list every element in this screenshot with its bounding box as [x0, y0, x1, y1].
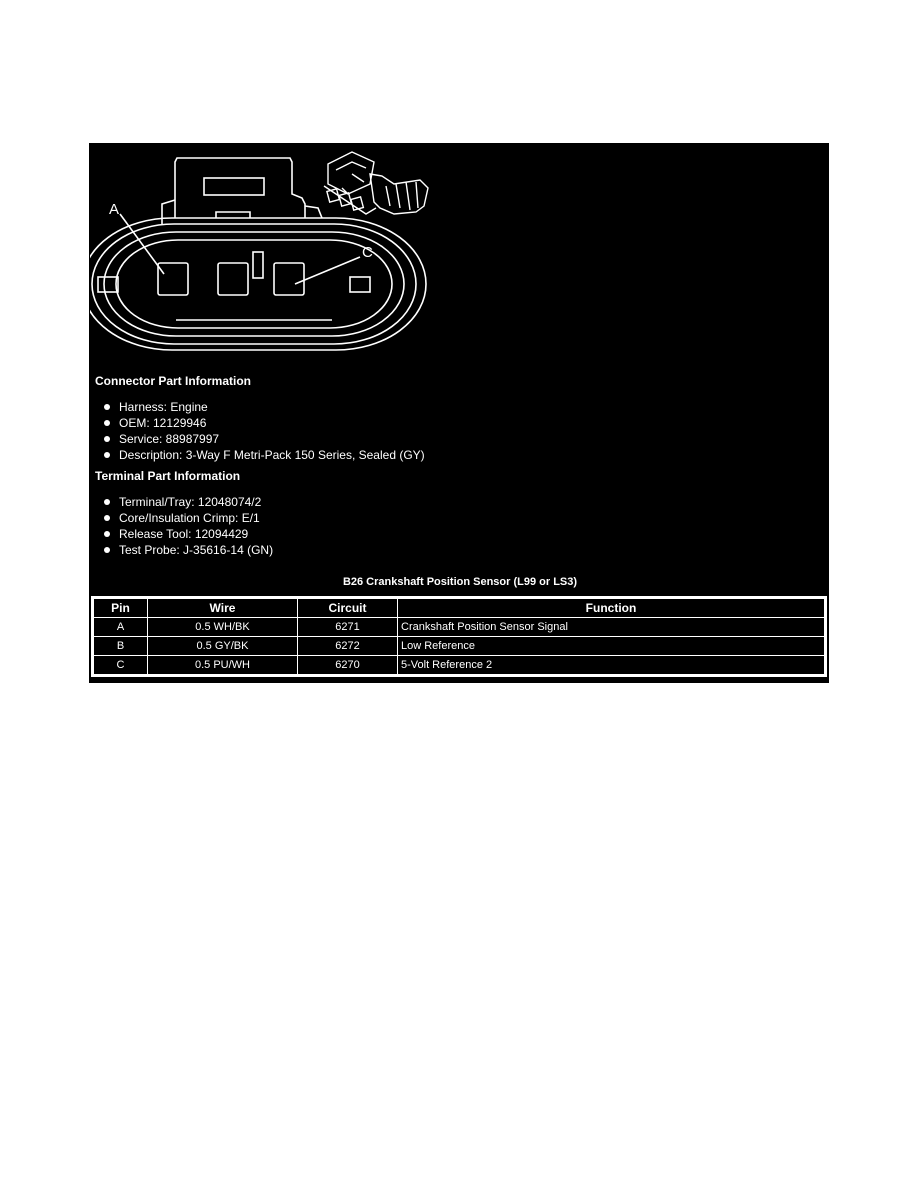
- pin-cell: B: [93, 636, 148, 656]
- bullet-icon: [104, 452, 110, 458]
- terminal-part-list: Terminal/Tray: 12048074/2 Core/Insulatio…: [90, 494, 273, 558]
- label-c: C: [362, 244, 373, 261]
- table-row: B 0.5 GY/BK 6272 Low Reference: [93, 636, 825, 656]
- label-a: A: [109, 201, 119, 218]
- bullet-icon: [104, 404, 110, 410]
- circuit-cell: 6271: [297, 617, 398, 637]
- bullet-icon: [104, 547, 110, 553]
- circuit-cell: 6272: [297, 636, 398, 656]
- circuit-cell: 6270: [297, 655, 398, 675]
- list-item: Harness: Engine: [90, 399, 425, 415]
- list-item: OEM: 12129946: [90, 415, 425, 431]
- function-cell: Crankshaft Position Sensor Signal: [397, 617, 825, 637]
- column-header: Circuit: [297, 598, 398, 618]
- column-header: Function: [397, 598, 825, 618]
- bullet-icon: [104, 515, 110, 521]
- list-item: Release Tool: 12094429: [90, 526, 273, 542]
- connector-part-info-title: Connector Part Information: [95, 374, 252, 388]
- pinout-table: Pin Wire Circuit Function A 0.5 WH/BK 62…: [91, 596, 827, 677]
- function-cell: Low Reference: [397, 636, 825, 656]
- list-item: Core/Insulation Crimp: E/1: [90, 510, 273, 526]
- wire-cell: 0.5 GY/BK: [147, 636, 298, 656]
- table-row: A 0.5 WH/BK 6271 Crankshaft Position Sen…: [93, 617, 825, 637]
- list-item: Test Probe: J-35616-14 (GN): [90, 542, 273, 558]
- table-row: C 0.5 PU/WH 6270 5-Volt Reference 2: [93, 655, 825, 675]
- table-caption: B26 Crankshaft Position Sensor (L99 or L…: [342, 576, 578, 588]
- wire-cell: 0.5 PU/WH: [147, 655, 298, 675]
- bullet-icon: [104, 436, 110, 442]
- pin-cell: C: [93, 655, 148, 675]
- table-header-row: Pin Wire Circuit Function: [93, 598, 825, 618]
- wire-cell: 0.5 WH/BK: [147, 617, 298, 637]
- connector-info-panel: A C Connector Part Information Harness: …: [89, 143, 829, 683]
- function-cell: 5-Volt Reference 2: [397, 655, 825, 675]
- bullet-icon: [104, 499, 110, 505]
- column-header: Pin: [93, 598, 148, 618]
- connector-thumbnail-icon: [323, 151, 429, 215]
- list-item: Service: 88987997: [90, 431, 425, 447]
- column-header: Wire: [147, 598, 298, 618]
- pin-cell: A: [93, 617, 148, 637]
- bullet-icon: [104, 420, 110, 426]
- connector-part-list: Harness: Engine OEM: 12129946 Service: 8…: [90, 399, 425, 463]
- bullet-icon: [104, 531, 110, 537]
- list-item: Description: 3-Way F Metri-Pack 150 Seri…: [90, 447, 425, 463]
- terminal-part-info-title: Terminal Part Information: [95, 469, 241, 483]
- connector-face-diagram: A C: [90, 151, 429, 351]
- list-item: Terminal/Tray: 12048074/2: [90, 494, 273, 510]
